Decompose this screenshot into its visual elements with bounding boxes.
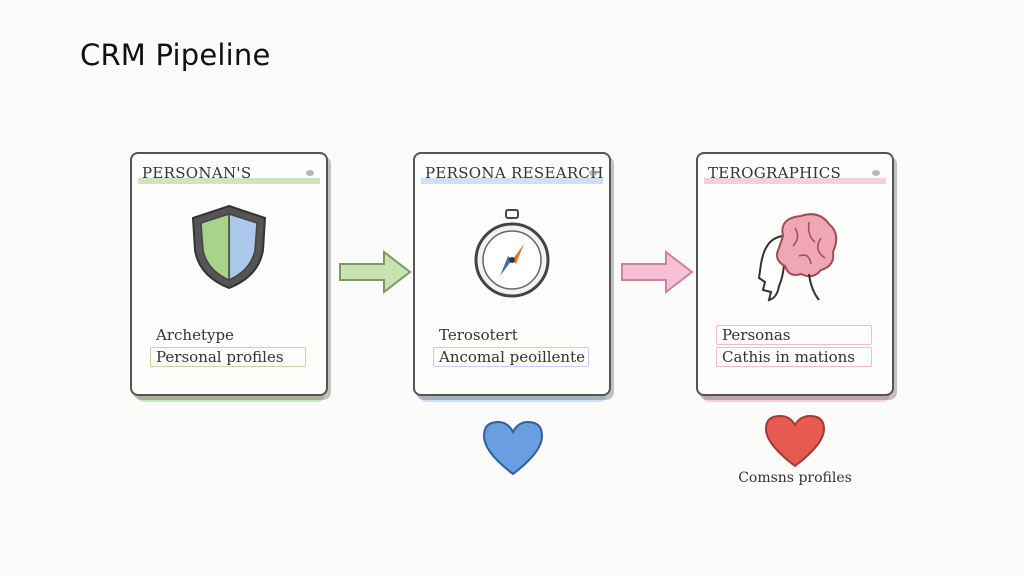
brain-head-icon xyxy=(749,208,841,308)
card-3-line-2-text: Cathis in mations xyxy=(722,348,855,366)
card-2-line-1-text: Terosotert xyxy=(439,326,518,344)
card-3-header-dot xyxy=(872,170,880,176)
card-1-lines: Archetype Personal profiles xyxy=(150,324,316,368)
card-2-header-label: PERSONA RESEARCH xyxy=(425,164,603,182)
card-3-header-highlight xyxy=(704,178,886,184)
card-2-lines: Terosotert Ancomal peoillente xyxy=(433,324,599,368)
card-1-header-dot xyxy=(306,170,314,176)
persona-card-3[interactable]: TEROGRAPHICS Personas Cathis in mations xyxy=(696,152,894,396)
heart-icon-blue xyxy=(480,418,546,482)
card-1-line-1-text: Archetype xyxy=(156,326,234,344)
card-1-header-label: PERSONAN'S xyxy=(142,164,252,182)
card-2-header: PERSONA RESEARCH xyxy=(421,162,603,184)
persona-card-1[interactable]: PERSONAN'S Archetype Personal profiles xyxy=(130,152,328,396)
card-2-header-highlight xyxy=(421,178,603,184)
card-3-header: TEROGRAPHICS xyxy=(704,162,886,184)
card-2-header-dot xyxy=(589,170,597,176)
card-2-line-2-box xyxy=(433,347,589,367)
page-title: CRM Pipeline xyxy=(80,38,271,72)
card-3-line-2: Cathis in mations xyxy=(716,346,882,368)
card-1-line-2-text: Personal profiles xyxy=(156,348,284,366)
card-1-line-1: Archetype xyxy=(150,324,316,346)
card-1-line-2-box xyxy=(150,347,306,367)
card-2-line-1: Terosotert xyxy=(433,324,599,346)
card-1-header-highlight xyxy=(138,178,320,184)
card-2-line-2-text: Ancomal peoillente xyxy=(439,348,586,366)
flow-arrow-2 xyxy=(620,249,696,298)
card-3-header-label: TEROGRAPHICS xyxy=(708,164,842,182)
card-3-caption: Comsns profiles xyxy=(738,470,852,486)
card-1-header: PERSONAN'S xyxy=(138,162,320,184)
card-3-line-1-box xyxy=(716,325,872,345)
heart-icon-red xyxy=(762,412,828,474)
persona-card-2[interactable]: PERSONA RESEARCH Terosotert Ancomal peoi… xyxy=(413,152,611,396)
flow-arrow-1 xyxy=(338,249,414,298)
shield-icon xyxy=(187,202,271,296)
card-3-lines: Personas Cathis in mations xyxy=(716,324,882,368)
card-3-line-1: Personas xyxy=(716,324,882,346)
card-3-line-2-box xyxy=(716,347,872,367)
card-1-line-2: Personal profiles xyxy=(150,346,316,368)
card-3-line-1-text: Personas xyxy=(722,326,791,344)
card-2-line-2: Ancomal peoillente xyxy=(433,346,599,368)
compass-icon xyxy=(472,206,552,306)
